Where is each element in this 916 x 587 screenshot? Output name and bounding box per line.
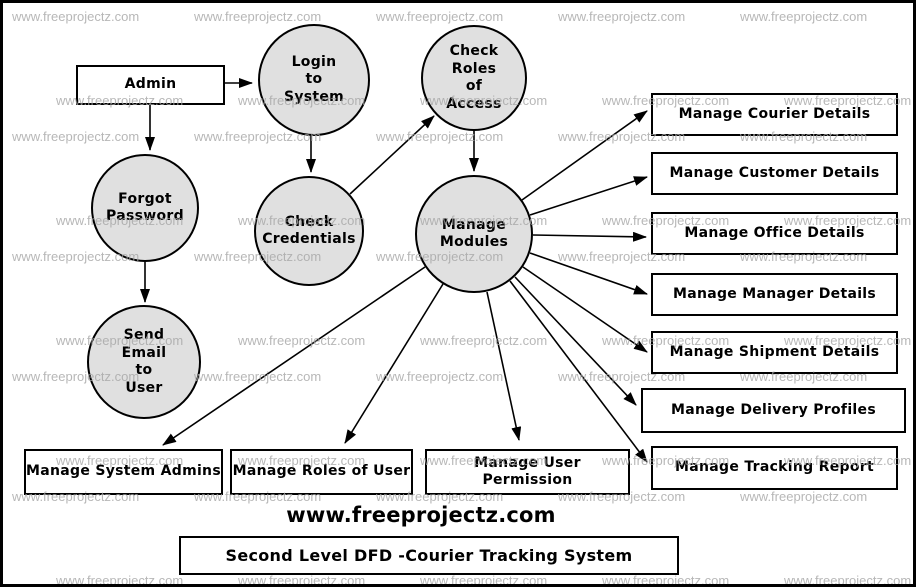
store-courier-label: Manage Courier Details [678, 105, 871, 122]
store-manage-manager-details: Manage Manager Details [651, 273, 898, 316]
store-manage-courier-details: Manage Courier Details [651, 93, 898, 136]
entity-admin-label: Admin [124, 76, 177, 93]
store-manage-roles-of-user: Manage Roles of User [230, 449, 413, 495]
store-shipment-label: Manage Shipment Details [669, 343, 880, 360]
process-forgot-password-label: Forgot Password [106, 190, 184, 225]
arrow-check-credentials-to-check-roles [349, 115, 435, 195]
store-manage-system-admins: Manage System Admins [24, 449, 223, 495]
process-forgot-password: Forgot Password [91, 154, 199, 262]
store-manager-label: Manage Manager Details [672, 285, 877, 302]
arrow-modules-to-roles-of-user [344, 283, 444, 444]
arrow-modules-to-system-admins [162, 266, 426, 446]
arrow-layer [140, 78, 648, 463]
entity-admin: Admin [76, 65, 225, 105]
diagram-title-label: Second Level DFD -Courier Tracking Syste… [225, 545, 633, 565]
store-system-admins-label: Manage System Admins [26, 463, 221, 480]
store-manage-delivery-profiles: Manage Delivery Profiles [641, 388, 906, 433]
store-delivery-label: Manage Delivery Profiles [671, 401, 876, 418]
store-customer-label: Manage Customer Details [669, 164, 880, 181]
store-tracking-label: Manage Tracking Report [675, 459, 874, 476]
arrow-modules-to-manager [529, 252, 648, 295]
arrow-modules-to-user-permission [486, 291, 522, 441]
process-manage-modules-label: Manage Modules [439, 216, 509, 251]
process-check-credentials-label: Check Credentials [262, 213, 356, 248]
process-manage-modules: Manage Modules [415, 175, 533, 293]
process-check-roles-label: Check Roles of Access [446, 43, 502, 112]
site-label: www.freeprojectz.com [286, 502, 556, 527]
store-office-label: Manage Office Details [684, 224, 865, 241]
store-manage-shipment-details: Manage Shipment Details [651, 331, 898, 374]
process-login-label: Login to System [283, 53, 345, 105]
arrow-modules-to-tracking [509, 280, 648, 463]
arrow-modules-to-courier [521, 110, 648, 201]
arrow-modules-to-delivery [514, 276, 637, 406]
diagram-title-box: Second Level DFD -Courier Tracking Syste… [179, 536, 679, 575]
process-login-to-system: Login to System [258, 24, 370, 136]
arrow-modules-to-shipment [522, 266, 648, 353]
process-check-credentials: Check Credentials [254, 176, 364, 286]
store-manage-office-details: Manage Office Details [651, 212, 898, 255]
store-manage-customer-details: Manage Customer Details [651, 152, 898, 195]
process-check-roles-of-access: Check Roles of Access [421, 25, 527, 131]
arrow-modules-to-customer [529, 176, 648, 216]
store-manage-tracking-report: Manage Tracking Report [651, 446, 898, 490]
store-roles-of-user-label: Manage Roles of User [232, 463, 411, 480]
store-user-permission-label: Manage User Permission [474, 454, 581, 489]
process-send-email-to-user: Send Email to User [87, 305, 201, 419]
store-manage-user-permission: Manage User Permission [425, 449, 630, 495]
arrow-modules-to-office [532, 231, 647, 242]
process-send-email-label: Send Email to User [121, 327, 167, 396]
